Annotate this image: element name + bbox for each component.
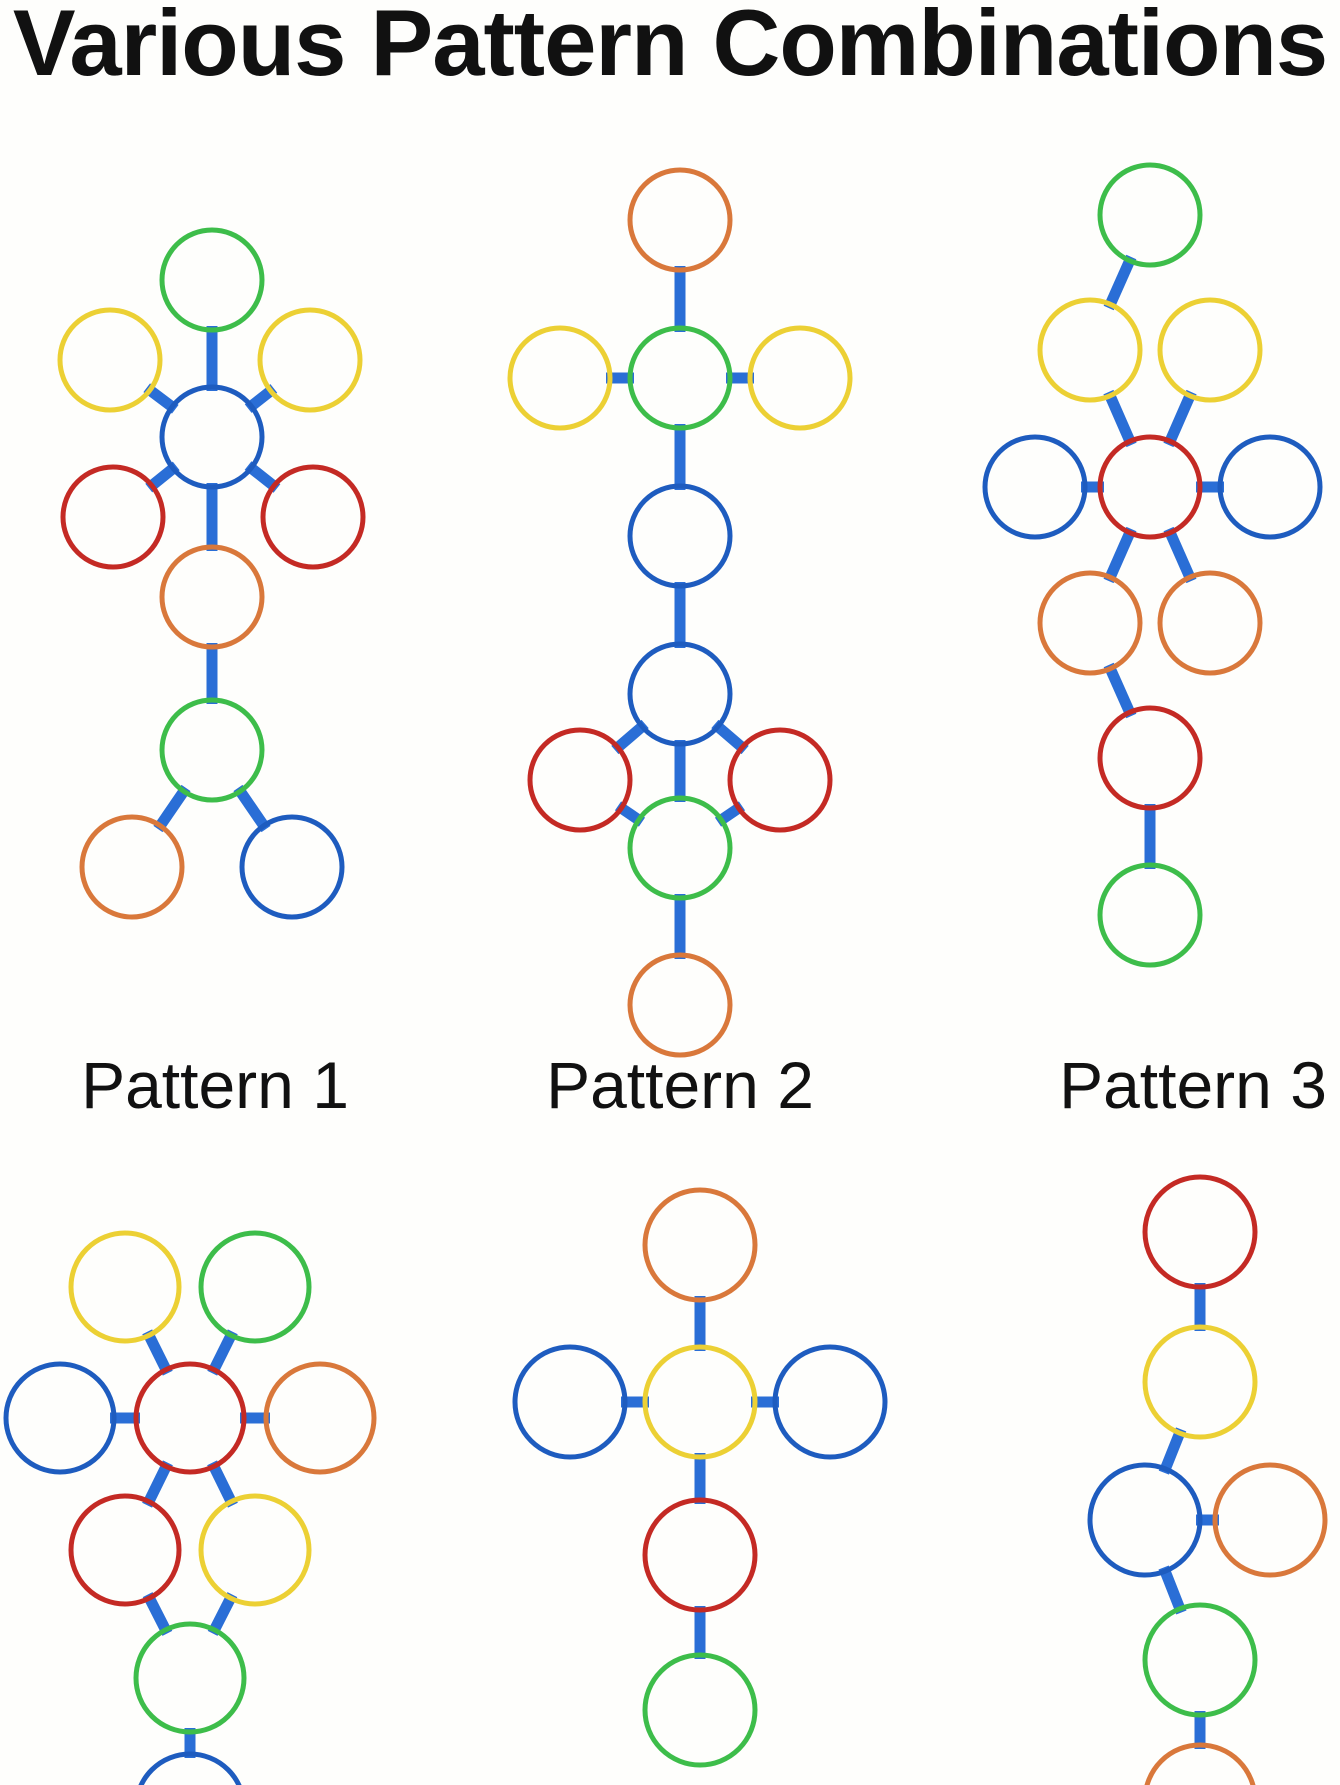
ring-blue-pattern-4-8: [138, 1751, 242, 1785]
ring-green-pattern-1-0: [159, 227, 265, 333]
connector-pattern-4-6: [142, 1592, 173, 1636]
ring-blue-pattern-1-3: [159, 384, 265, 490]
ring-green-pattern-1-7: [159, 697, 265, 803]
ring-yellow-pattern-4-0: [68, 1230, 182, 1344]
connector-pattern-6-3: [1158, 1565, 1187, 1615]
connector-pattern-3-1: [1103, 389, 1137, 448]
ring-yellow-pattern-4-6: [198, 1493, 312, 1607]
ring-yellow-pattern-2-2: [507, 325, 613, 431]
connector-pattern-3-2: [1163, 389, 1197, 448]
ring-orange-pattern-5-0: [642, 1187, 758, 1303]
ring-orange-pattern-3-7: [1157, 570, 1263, 676]
connector-pattern-3-6: [1163, 526, 1197, 584]
ring-red-pattern-2-7: [727, 727, 833, 833]
ring-red-pattern-3-4: [1097, 434, 1203, 540]
ring-blue-pattern-3-5: [1217, 434, 1323, 540]
connector-pattern-4-0: [142, 1329, 173, 1376]
connector-pattern-4-1: [207, 1329, 238, 1376]
ring-blue-pattern-2-5: [627, 641, 733, 747]
connector-pattern-3-7: [1103, 662, 1137, 719]
ring-blue-pattern-4-2: [3, 1361, 117, 1475]
ring-orange-pattern-6-3: [1212, 1462, 1328, 1578]
connector-pattern-1-8: [233, 784, 271, 833]
connector-pattern-4-7: [207, 1592, 238, 1636]
ring-yellow-pattern-1-1: [57, 307, 163, 413]
connector-pattern-2-5: [611, 719, 649, 755]
ring-red-pattern-4-3: [133, 1361, 247, 1475]
ring-blue-pattern-2-4: [627, 483, 733, 589]
ring-orange-pattern-2-0: [627, 167, 733, 273]
ring-green-pattern-6-4: [1142, 1602, 1258, 1718]
ring-yellow-pattern-2-3: [747, 325, 853, 431]
ring-red-pattern-1-4: [60, 464, 166, 570]
ring-blue-pattern-5-3: [772, 1344, 888, 1460]
connector-pattern-6-1: [1158, 1427, 1187, 1475]
connector-pattern-2-6: [711, 719, 749, 755]
ring-blue-pattern-6-2: [1087, 1462, 1203, 1578]
pattern-3-label: Pattern 3: [1059, 1048, 1327, 1122]
ring-red-pattern-3-8: [1097, 705, 1203, 811]
ring-red-pattern-1-5: [260, 464, 366, 570]
ring-blue-pattern-1-9: [239, 814, 345, 920]
ring-red-pattern-6-0: [1142, 1174, 1258, 1290]
ring-red-pattern-2-6: [527, 727, 633, 833]
ring-green-pattern-3-0: [1097, 162, 1203, 268]
ring-yellow-pattern-1-2: [257, 307, 363, 413]
connector-pattern-1-7: [153, 784, 191, 833]
ring-orange-pattern-1-8: [79, 814, 185, 920]
ring-green-pattern-4-1: [198, 1230, 312, 1344]
ring-orange-pattern-2-9: [627, 952, 733, 1058]
ring-green-pattern-5-5: [642, 1652, 758, 1768]
ring-green-pattern-3-9: [1097, 862, 1203, 968]
connector-pattern-4-4: [142, 1460, 173, 1508]
ring-red-pattern-4-5: [68, 1493, 182, 1607]
ring-green-pattern-2-8: [627, 795, 733, 901]
connector-pattern-3-5: [1103, 526, 1137, 584]
pattern-1-label: Pattern 1: [81, 1048, 349, 1122]
ring-blue-pattern-3-3: [982, 434, 1088, 540]
ring-orange-pattern-6-5: [1144, 1742, 1256, 1785]
ring-yellow-pattern-3-1: [1037, 297, 1143, 403]
page-title: Various Pattern Combinations: [12, 0, 1328, 95]
ring-yellow-pattern-3-2: [1157, 297, 1263, 403]
pattern-2-label: Pattern 2: [546, 1048, 814, 1122]
ring-green-pattern-4-7: [133, 1621, 247, 1735]
ring-green-pattern-2-1: [627, 325, 733, 431]
ring-orange-pattern-3-6: [1037, 570, 1143, 676]
ring-orange-pattern-1-6: [159, 544, 265, 650]
ring-blue-pattern-5-1: [512, 1344, 628, 1460]
ring-orange-pattern-4-4: [263, 1361, 377, 1475]
ring-yellow-pattern-6-1: [1142, 1324, 1258, 1440]
connector-pattern-3-0: [1103, 254, 1137, 311]
ring-red-pattern-5-4: [642, 1497, 758, 1613]
ring-yellow-pattern-5-2: [642, 1344, 758, 1460]
connector-pattern-4-5: [207, 1460, 238, 1508]
